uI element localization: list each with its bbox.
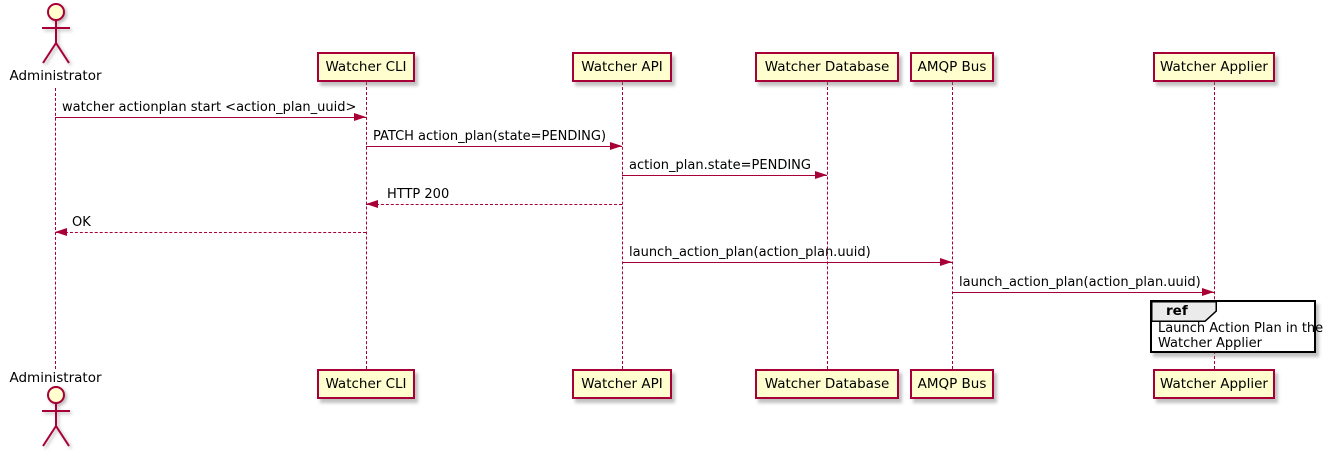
message-line [366,142,622,150]
participant-watcher-database-top: Watcher Database [755,52,899,82]
participant-label: Watcher API [581,59,663,75]
message-state-pending: action_plan.state=PENDING [622,158,827,179]
message-label: launch_action_plan(action_plan.uuid) [959,275,1201,290]
participant-label: Watcher API [581,376,663,392]
ref-header-pentagon-icon [1151,301,1217,322]
actor-label-bottom: Administrator [9,370,102,386]
actor-icon [42,3,70,64]
ref-text: Launch Action Plan in the Watcher Applie… [1158,321,1323,351]
participant-watcher-applier-top: Watcher Applier [1153,52,1275,82]
participant-watcher-cli-top: Watcher CLI [317,52,415,82]
message-ok: OK [55,215,366,236]
participant-watcher-api-bottom: Watcher API [572,369,672,399]
message-line [622,171,827,179]
message-http-200: HTTP 200 [366,187,622,208]
participant-watcher-database-bottom: Watcher Database [755,369,899,399]
lifeline-watcher-applier [1214,82,1215,369]
arrowhead-right-icon [354,113,366,121]
participant-amqp-bus-bottom: AMQP Bus [910,369,994,399]
participant-label: Watcher CLI [325,59,407,75]
lifeline-watcher-cli [366,82,367,369]
participant-label: Watcher Applier [1160,59,1268,75]
message-line [55,228,366,236]
participant-label: Watcher CLI [325,376,407,392]
ref-text-line: Watcher Applier [1158,336,1262,351]
arrowhead-right-icon [1202,288,1214,296]
message-label: launch_action_plan(action_plan.uuid) [629,245,871,260]
participant-label: Watcher Database [764,376,890,392]
arrowhead-right-icon [815,171,827,179]
message-line [55,113,366,121]
ref-text-line: Launch Action Plan in the [1158,321,1324,336]
arrowhead-right-icon [610,142,622,150]
message-line [622,258,952,266]
lifeline-watcher-database [827,82,828,369]
ref-keyword: ref [1166,303,1188,319]
message-label: HTTP 200 [387,187,450,202]
participant-label: Watcher Applier [1160,376,1268,392]
message-start-actionplan: watcher actionplan start <action_plan_uu… [55,100,366,121]
actor-icon [42,386,70,447]
message-patch-action-plan: PATCH action_plan(state=PENDING) [366,129,622,150]
participant-watcher-cli-bottom: Watcher CLI [317,369,415,399]
message-launch-action-plan-amqp: launch_action_plan(action_plan.uuid) [622,245,952,266]
participant-label: Watcher Database [764,59,890,75]
participant-amqp-bus-top: AMQP Bus [910,52,994,82]
actor-label-top: Administrator [9,68,102,84]
message-label: OK [72,215,91,230]
message-launch-action-plan-applier: launch_action_plan(action_plan.uuid) [952,275,1214,296]
message-line [952,288,1214,296]
lifeline-amqp-bus [952,82,953,369]
ref-fragment: ref Launch Action Plan in the Watcher Ap… [1150,300,1323,353]
message-label: watcher actionplan start <action_plan_uu… [62,100,357,115]
participant-watcher-api-top: Watcher API [572,52,672,82]
arrowhead-right-icon [940,258,952,266]
message-label: action_plan.state=PENDING [629,158,811,173]
lifeline-watcher-api [622,82,623,369]
message-line [366,200,622,208]
message-label: PATCH action_plan(state=PENDING) [373,129,607,144]
participant-watcher-applier-bottom: Watcher Applier [1153,369,1275,399]
arrowhead-left-icon [366,200,378,208]
participant-label: AMQP Bus [917,59,987,75]
arrowhead-left-icon [55,228,67,236]
participant-label: AMQP Bus [917,376,987,392]
